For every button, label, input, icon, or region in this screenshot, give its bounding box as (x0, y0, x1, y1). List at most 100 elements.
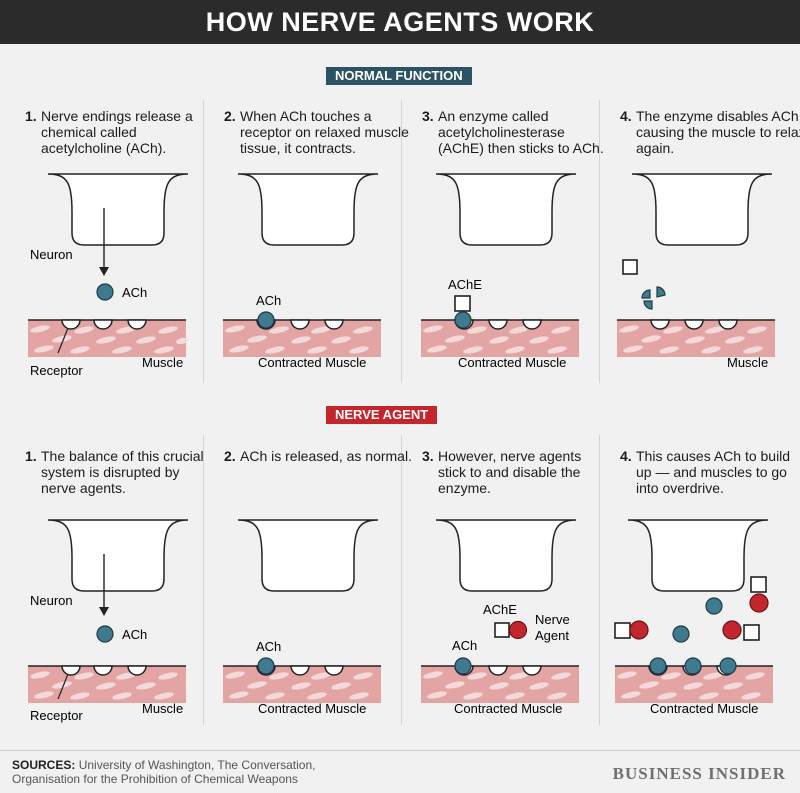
sources-text: University of Washington, The Conversati… (12, 758, 316, 786)
step-description: The enzyme disables ACh, causing the mus… (636, 108, 800, 156)
nerve-agent-molecule (508, 620, 528, 640)
muscle-tissue (617, 319, 775, 357)
panel-normal-2: 2. When ACh touches a receptor on relaxe… (221, 108, 415, 378)
step-description: This causes ACh to build up — and muscle… (636, 448, 791, 496)
panel-normal-3: 3. An enzyme called acetylcholinesterase… (419, 108, 613, 378)
ach-molecule (649, 657, 667, 675)
panel-agent-1: 1. The balance of this crucial system is… (22, 448, 216, 724)
receptor-label: Receptor (30, 363, 83, 378)
muscle-label: Muscle (727, 355, 768, 370)
muscle-label: Muscle (142, 355, 183, 370)
step-number: 1. (25, 448, 37, 464)
muscle-tissue (421, 665, 579, 703)
neuron-ending (435, 173, 577, 246)
step-description: However, nerve agents stick to and disab… (438, 448, 582, 496)
divider (599, 100, 600, 383)
brand-logo: BUSINESS INSIDER (612, 764, 786, 783)
ach-molecule (257, 311, 275, 329)
diagram-illustration: AChE Contracted Muscle (421, 173, 579, 370)
neuron-label: Neuron (30, 593, 73, 608)
ache-enzyme (494, 622, 510, 638)
ach-label: ACh (256, 293, 281, 308)
ach-molecule (257, 657, 275, 675)
step-description: ACh is released, as normal. (240, 448, 412, 464)
muscle-tissue (223, 665, 381, 703)
muscle-tissue (421, 319, 579, 357)
ach-molecule (684, 657, 702, 675)
neuron-label: Neuron (30, 247, 73, 262)
ache-enzyme (750, 576, 767, 593)
divider (599, 435, 600, 725)
arrow-head (99, 607, 109, 616)
ach-molecule (672, 625, 690, 643)
receptor-label: Receptor (30, 708, 83, 723)
nerve-agent-molecule (749, 593, 769, 613)
title-bar: HOW NERVE AGENTS WORK (0, 0, 800, 44)
receptor-pointer (57, 327, 69, 354)
diagram-illustration: ACh Contracted Muscle (223, 519, 381, 716)
nerve-agent-label: Agent (535, 628, 569, 643)
panel-agent-4: 4. This causes ACh to build up — and mus… (605, 448, 800, 724)
ach-fragment (643, 300, 653, 310)
panel-agent-2: 2. ACh is released, as normal. ACh Contr… (221, 448, 415, 724)
ach-label: ACh (452, 638, 477, 653)
nerve-agent-molecule (629, 620, 649, 640)
nerve-agent-molecule (722, 620, 742, 640)
step-number: 2. (224, 108, 236, 124)
ach-molecule (705, 597, 723, 615)
neuron-ending (631, 173, 773, 246)
contracted-muscle-label: Contracted Muscle (454, 701, 562, 716)
neuron-ending (435, 519, 577, 592)
ach-label: ACh (122, 285, 147, 300)
muscle-tissue (28, 665, 186, 703)
muscle-tissue (223, 319, 381, 357)
ach-molecule (454, 311, 472, 329)
diagram-illustration: Muscle (617, 173, 775, 370)
section-label-normal: NORMAL FUNCTION (326, 67, 472, 85)
neuron-ending (237, 519, 379, 592)
muscle-tissue (28, 319, 188, 357)
step-description: The balance of this crucial system is di… (41, 448, 204, 496)
step-number: 4. (620, 108, 632, 124)
ach-molecule (96, 283, 114, 301)
ach-molecule (96, 625, 114, 643)
ache-enzyme (454, 295, 471, 312)
step-number: 3. (422, 108, 434, 124)
diagram-illustration: AChE Nerve Agent ACh Contracted Muscle (421, 519, 579, 716)
ach-fragment (656, 286, 666, 298)
contracted-muscle-label: Contracted Muscle (258, 701, 366, 716)
neuron-ending (47, 519, 189, 592)
ache-enzyme (622, 259, 638, 275)
divider (401, 435, 402, 725)
ache-label: AChE (483, 602, 517, 617)
divider (203, 100, 204, 383)
ach-fragment (641, 289, 651, 299)
step-description: An enzyme called acetylcholinesterase (A… (438, 108, 604, 156)
sources: SOURCES: University of Washington, The C… (12, 758, 372, 786)
panel-agent-3: 3. However, nerve agents stick to and di… (419, 448, 613, 724)
muscle-label: Muscle (142, 701, 183, 716)
ache-enzyme (743, 624, 760, 641)
step-description: When ACh touches a receptor on relaxed m… (240, 108, 409, 156)
diagram-illustration: Neuron ACh Receptor Muscle (28, 519, 189, 723)
step-number: 2. (224, 448, 236, 464)
receptor-pointer (57, 673, 69, 700)
step-number: 3. (422, 448, 434, 464)
divider (401, 100, 402, 383)
neuron-ending (47, 173, 189, 246)
arrow-head (99, 267, 109, 276)
contracted-muscle-label: Contracted Muscle (458, 355, 566, 370)
panel-normal-4: 4. The enzyme disables ACh, causing the … (617, 108, 800, 378)
sources-label: SOURCES: (12, 758, 76, 772)
nerve-agent-label: Nerve (535, 612, 570, 627)
step-number: 4. (620, 448, 632, 464)
step-description: Nerve endings release a chemical called … (41, 108, 193, 156)
ach-molecule (454, 657, 472, 675)
panel-normal-1: 1. Nerve endings release a chemical call… (22, 108, 216, 378)
ache-label: AChE (448, 277, 482, 292)
contracted-muscle-label: Contracted Muscle (258, 355, 366, 370)
footer-divider (0, 750, 800, 751)
page-title: HOW NERVE AGENTS WORK (205, 6, 595, 37)
neuron-ending (237, 173, 379, 246)
neuron-ending (627, 519, 769, 592)
